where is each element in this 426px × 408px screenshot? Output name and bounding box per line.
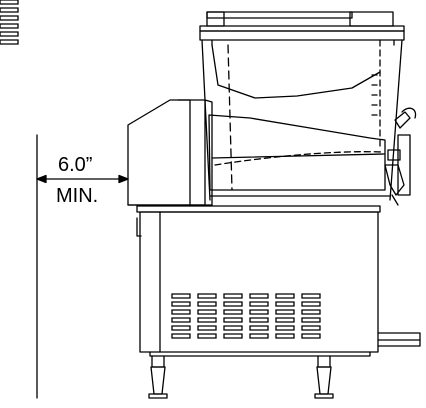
auger-housing <box>208 114 386 191</box>
feet <box>148 355 334 399</box>
hopper-lid <box>199 11 405 46</box>
base-cabinet <box>136 205 381 357</box>
dimension-arrow-right <box>118 174 129 184</box>
dimension-value: 6.0” <box>58 154 93 176</box>
dimension-qualifier: MIN. <box>56 185 99 207</box>
dispense-valve <box>384 107 417 206</box>
rear-cowl <box>127 99 213 206</box>
dimension-arrow-left <box>36 174 47 184</box>
drip-tray <box>377 332 421 347</box>
hopper-bowl <box>201 39 403 201</box>
vent-louvers <box>0 0 321 339</box>
